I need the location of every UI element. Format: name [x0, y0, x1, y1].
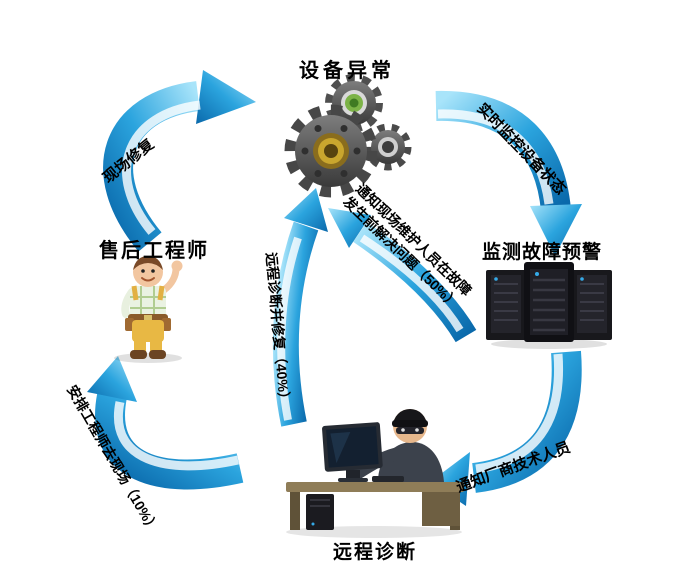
- arrow-realtime-monitor: [435, 90, 582, 256]
- arrow-notify-onsite: [328, 208, 477, 343]
- server-icon: [486, 262, 612, 349]
- arrow-remote-fix: [272, 188, 328, 427]
- engineer-illustration: [114, 256, 183, 363]
- arrow-arrange-engineer: [87, 356, 244, 490]
- remote-operator-illustration: [286, 409, 464, 538]
- arrow-onsite-repair: [103, 70, 256, 252]
- gears-icon: [284, 74, 412, 198]
